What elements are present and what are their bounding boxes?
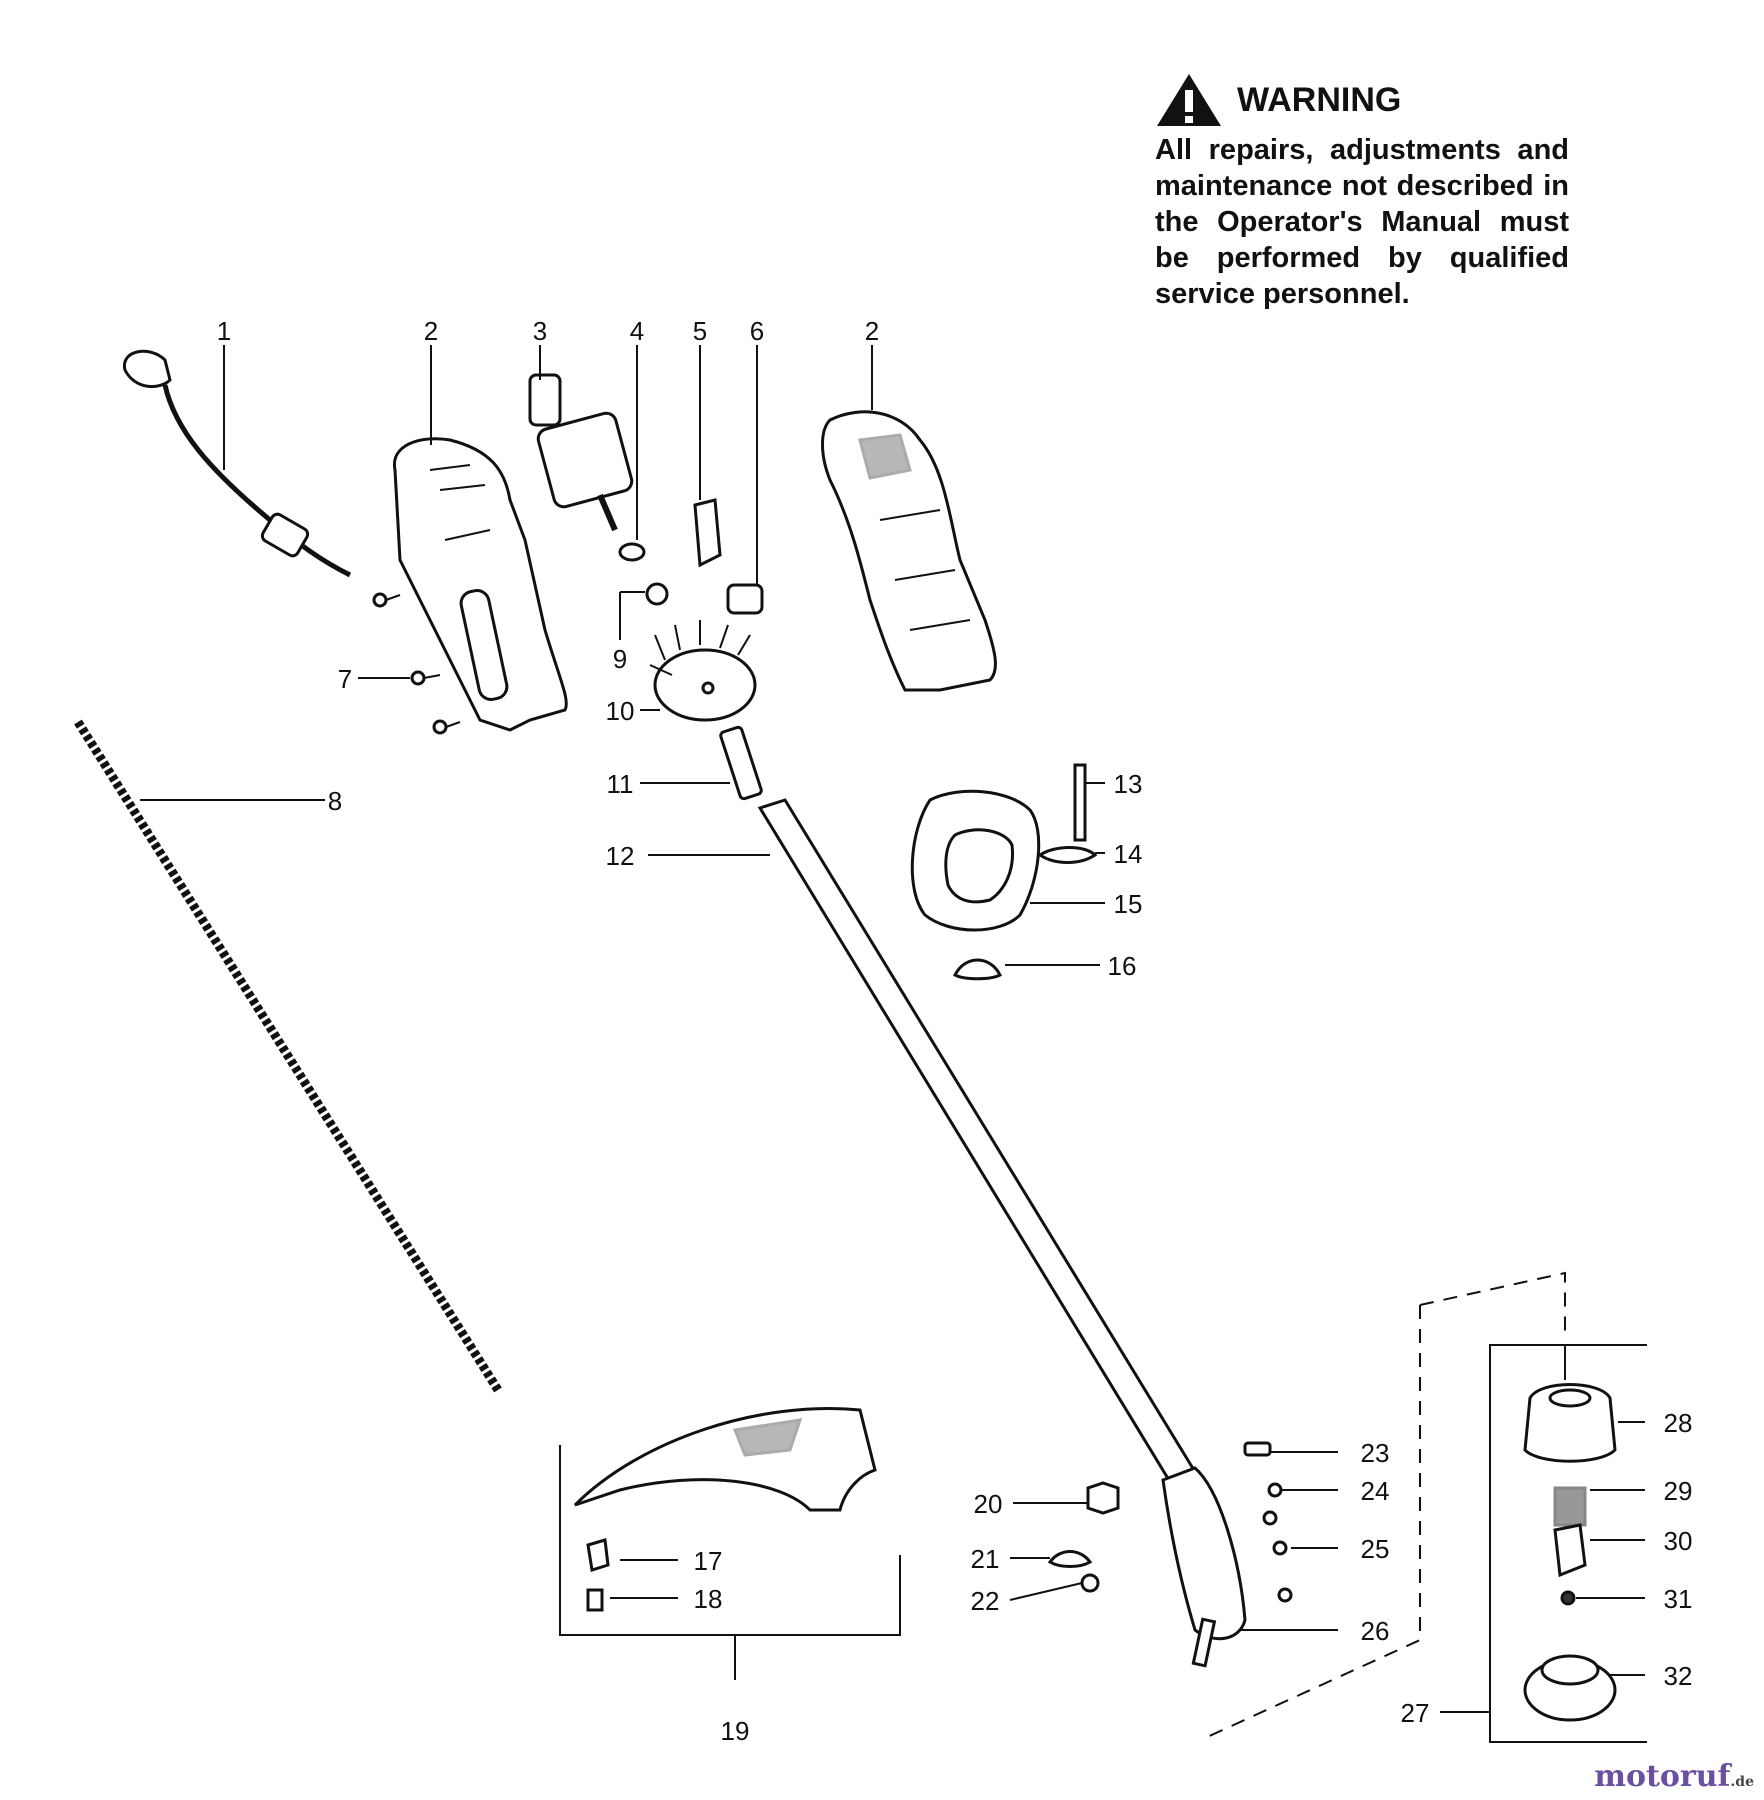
part-housing-left	[393, 437, 568, 732]
part-housing-right	[821, 410, 997, 692]
warning-box: WARNING All repairs, adjustments and mai…	[1155, 72, 1569, 312]
part-handle-bolt	[1073, 763, 1087, 842]
part-shaft-coupler	[719, 725, 763, 801]
callout-8: 8	[328, 786, 342, 816]
bracket-27	[1440, 1344, 1647, 1743]
callout-28: 28	[1664, 1408, 1693, 1438]
part-washer-22	[1080, 1573, 1100, 1593]
part-nut-20	[1086, 1481, 1120, 1515]
part-fan	[649, 620, 757, 722]
callout-23: 23	[1361, 1438, 1390, 1468]
part-motor	[528, 373, 634, 532]
callout-22: 22	[971, 1586, 1000, 1616]
callout-15: 15	[1114, 889, 1143, 919]
part-guard-screw	[586, 1588, 604, 1612]
part-housing-screws	[372, 592, 461, 735]
callout-6: 6	[750, 316, 764, 346]
warning-triangle-icon	[1157, 74, 1221, 126]
callout-2-left: 2	[424, 316, 438, 346]
part-washer	[645, 582, 669, 606]
callout-21: 21	[971, 1544, 1000, 1574]
callout-12: 12	[606, 841, 635, 871]
callout-30: 30	[1664, 1526, 1693, 1556]
part-drive-shaft	[74, 719, 502, 1393]
bracket-19	[559, 1445, 901, 1680]
part-assist-handle	[910, 789, 1041, 932]
part-switch-clip	[618, 542, 646, 562]
callout-10: 10	[606, 696, 635, 726]
callout-17: 17	[694, 1546, 723, 1576]
callout-9: 9	[613, 644, 627, 674]
callout-13: 13	[1114, 769, 1143, 799]
part-guard-clip	[586, 1538, 610, 1572]
callout-11: 11	[607, 769, 634, 799]
bracket-head-assembly	[1204, 1271, 1566, 1739]
part-switch	[693, 498, 722, 568]
callout-26: 26	[1361, 1616, 1390, 1646]
callout-29: 29	[1664, 1476, 1693, 1506]
warning-text: All repairs, adjustments and maintenance…	[1155, 134, 1569, 310]
part-gear-housing	[1161, 1466, 1247, 1668]
part-grass-guard	[573, 1406, 877, 1512]
part-bolt-23	[1243, 1441, 1272, 1457]
warning-title-text: WARNING	[1237, 80, 1402, 119]
callout-27: 27	[1401, 1698, 1430, 1728]
part-screws-25	[1262, 1510, 1293, 1603]
callout-labels: 1 2 3 4 5 6 2 7 8 9 10 11 12 13 14 15 16…	[217, 316, 1693, 1746]
callout-4: 4	[630, 316, 644, 346]
brand-watermark: motoruf.de	[1594, 1759, 1754, 1794]
part-wing-nut-21	[1047, 1550, 1093, 1568]
part-spool	[1523, 1654, 1617, 1722]
part-power-cord	[123, 349, 352, 578]
brand-suffix: .de	[1730, 1774, 1754, 1790]
callout-5: 5	[693, 316, 707, 346]
callout-25: 25	[1361, 1534, 1390, 1564]
leader-lines	[140, 345, 1645, 1676]
part-spool-housing	[1523, 1383, 1617, 1463]
part-handle-clamp	[1037, 846, 1098, 864]
part-spring	[1553, 1486, 1587, 1527]
part-screw-24	[1267, 1482, 1283, 1498]
callout-16: 16	[1108, 951, 1137, 981]
brand-name: motoruf	[1594, 1759, 1731, 1794]
part-spool-screw	[1560, 1590, 1576, 1606]
callout-2-right: 2	[865, 316, 879, 346]
warning-title: WARNING	[1155, 72, 1569, 128]
part-wing-nut	[952, 958, 1003, 981]
callout-20: 20	[974, 1489, 1003, 1519]
callout-18: 18	[694, 1584, 723, 1614]
callout-32: 32	[1664, 1661, 1693, 1691]
part-switch-cap	[726, 583, 764, 615]
part-spool-clip	[1553, 1523, 1587, 1578]
callout-1: 1	[217, 316, 231, 346]
callout-3: 3	[533, 316, 547, 346]
callout-31: 31	[1664, 1584, 1693, 1614]
callout-19: 19	[721, 1716, 750, 1746]
callout-24: 24	[1361, 1476, 1390, 1506]
callout-14: 14	[1114, 839, 1143, 869]
callout-7: 7	[338, 664, 352, 694]
